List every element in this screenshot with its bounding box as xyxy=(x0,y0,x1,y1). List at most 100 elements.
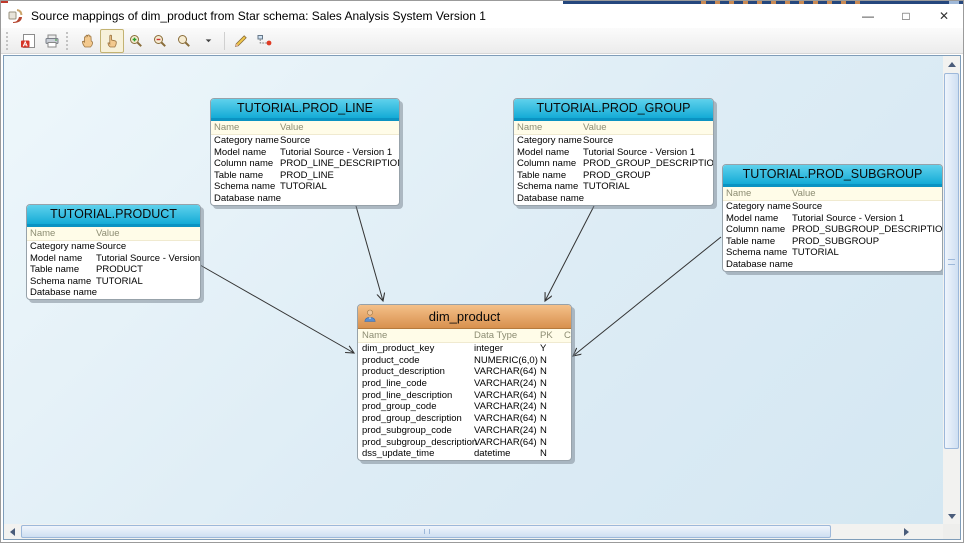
column-name: dim_product_key xyxy=(362,343,435,354)
kv-rows: Category name Source Model name Tutorial… xyxy=(723,201,942,271)
scrollbar-corner xyxy=(943,524,960,539)
kv-value xyxy=(583,193,713,205)
toolbar xyxy=(1,28,963,54)
kv-value: TUTORIAL xyxy=(96,275,143,287)
kv-row: Column name PROD_GROUP_DESCRIPTION xyxy=(514,158,713,170)
edit-button[interactable] xyxy=(229,29,253,53)
column-name: prod_line_description xyxy=(362,389,453,401)
mapping-link-button[interactable] xyxy=(253,29,277,53)
mapping-arrow-product[interactable] xyxy=(199,264,354,353)
column-pk: N xyxy=(540,448,547,460)
minimize-button[interactable]: — xyxy=(862,9,874,23)
kv-key: Table name xyxy=(214,169,264,181)
kv-value: PRODUCT xyxy=(96,264,143,276)
column-pk: N xyxy=(540,389,547,401)
scroll-left-button[interactable] xyxy=(4,524,20,539)
horizontal-scroll-thumb[interactable] xyxy=(21,525,831,538)
column-datatype: VARCHAR(24) xyxy=(474,424,537,436)
toolbar-grip xyxy=(6,31,13,50)
zoom-button[interactable] xyxy=(172,29,196,53)
toolbar-grip xyxy=(66,31,73,50)
background-window-strip-square xyxy=(949,1,959,4)
column-row: product_code NUMERIC(6,0) N xyxy=(358,355,571,367)
title-bar[interactable]: Source mappings of dim_product from Star… xyxy=(1,4,963,28)
kv-header-value: Value xyxy=(96,228,120,239)
mapping-arrow-prod-line[interactable] xyxy=(355,205,383,301)
column-ct xyxy=(564,390,571,402)
kv-rows: Category name Source Model name Tutorial… xyxy=(211,135,399,205)
export-report-icon xyxy=(21,33,35,48)
entity-title: TUTORIAL.PROD_GROUP xyxy=(514,99,713,121)
column-name: product_description xyxy=(362,366,445,378)
column-row: prod_line_code VARCHAR(24) N xyxy=(358,378,571,390)
column-pk: N xyxy=(540,424,547,436)
zoom-out-icon xyxy=(154,34,166,47)
mapping-arrow-prod-group[interactable] xyxy=(545,205,595,301)
column-row: prod_subgroup_code VARCHAR(24) N xyxy=(358,425,571,437)
person-icon xyxy=(364,309,376,322)
column-ct xyxy=(564,378,571,390)
entity-dim-product[interactable]: dim_product Name Data Type PK CT dim_pro… xyxy=(357,304,572,461)
mapping-link-icon xyxy=(257,34,272,45)
column-pk: N xyxy=(540,366,547,378)
kv-header-name: Name xyxy=(517,122,543,133)
kv-row: Model name Tutorial Source - Version 1 xyxy=(723,213,942,225)
pan-tool-button[interactable] xyxy=(76,29,100,53)
window-title: Source mappings of dim_product from Star… xyxy=(31,9,486,23)
target-entity-header: dim_product xyxy=(358,305,571,329)
entity-tutorial-prod-subgroup[interactable]: TUTORIAL.PROD_SUBGROUP Name Value Catego… xyxy=(722,164,943,272)
zoom-out-button[interactable] xyxy=(148,29,172,53)
col-header-ct: CT xyxy=(564,330,571,341)
column-name: prod_group_code xyxy=(362,401,437,413)
kv-row: Category name Source xyxy=(723,201,942,213)
column-datatype: datetime xyxy=(474,448,511,460)
kv-key: Column name xyxy=(214,158,274,170)
column-datatype: VARCHAR(24) xyxy=(474,378,537,390)
vertical-scrollbar[interactable] xyxy=(943,56,960,524)
scroll-right-button[interactable] xyxy=(898,524,915,539)
entity-tutorial-prod-group[interactable]: TUTORIAL.PROD_GROUP Name Value Category … xyxy=(513,98,714,206)
column-pk: N xyxy=(540,401,547,413)
column-row: prod_line_description VARCHAR(64) N xyxy=(358,390,571,402)
column-row: product_description VARCHAR(64) N xyxy=(358,366,571,378)
mapping-arrow-prod-subgroup[interactable] xyxy=(573,236,722,356)
column-datatype: NUMERIC(6,0) xyxy=(474,354,538,366)
kv-key: Database name xyxy=(726,258,794,270)
horizontal-scrollbar[interactable] xyxy=(4,524,943,539)
zoom-in-button[interactable] xyxy=(124,29,148,53)
kv-key: Model name xyxy=(517,146,570,158)
background-window-strip-text xyxy=(701,1,861,4)
entity-title: TUTORIAL.PRODUCT xyxy=(27,205,200,227)
scroll-down-button[interactable] xyxy=(943,508,960,524)
kv-row: Category name Source xyxy=(514,135,713,147)
mapping-wires xyxy=(199,205,722,524)
entity-tutorial-product[interactable]: TUTORIAL.PRODUCT Name Value Category nam… xyxy=(26,204,201,300)
kv-value: PROD_SUBGROUP xyxy=(792,235,880,247)
entity-tutorial-prod-line[interactable]: TUTORIAL.PROD_LINE Name Value Category n… xyxy=(210,98,400,206)
kv-row: Database name xyxy=(723,259,942,271)
column-datatype: VARCHAR(64) xyxy=(474,436,537,448)
entity-title: TUTORIAL.PROD_SUBGROUP xyxy=(723,165,942,187)
column-ct xyxy=(564,366,571,378)
select-tool-button[interactable] xyxy=(100,28,124,53)
kv-row: Table name PROD_GROUP xyxy=(514,170,713,182)
diagram-canvas[interactable]: TUTORIAL.PRODUCT Name Value Category nam… xyxy=(4,56,943,524)
zoom-icon xyxy=(178,34,190,47)
column-ct xyxy=(564,425,571,437)
close-button[interactable]: ✕ xyxy=(938,9,950,23)
column-pk: Y xyxy=(540,343,547,354)
toolbar-separator xyxy=(224,31,225,50)
maximize-button[interactable]: □ xyxy=(902,9,910,23)
kv-value: Tutorial Source - Version 1 xyxy=(280,146,393,158)
kv-header-value: Value xyxy=(792,188,816,199)
scroll-up-button[interactable] xyxy=(943,56,960,72)
print-button[interactable] xyxy=(40,29,64,53)
kv-key: Category name xyxy=(214,135,279,146)
kv-value: Source xyxy=(792,201,823,212)
kv-key: Column name xyxy=(517,158,577,170)
zoom-options-dropdown[interactable] xyxy=(196,29,220,53)
kv-value: TUTORIAL xyxy=(792,247,839,259)
vertical-scroll-thumb[interactable] xyxy=(944,73,959,449)
kv-value: Source xyxy=(96,241,127,252)
export-report-button[interactable] xyxy=(16,29,40,53)
